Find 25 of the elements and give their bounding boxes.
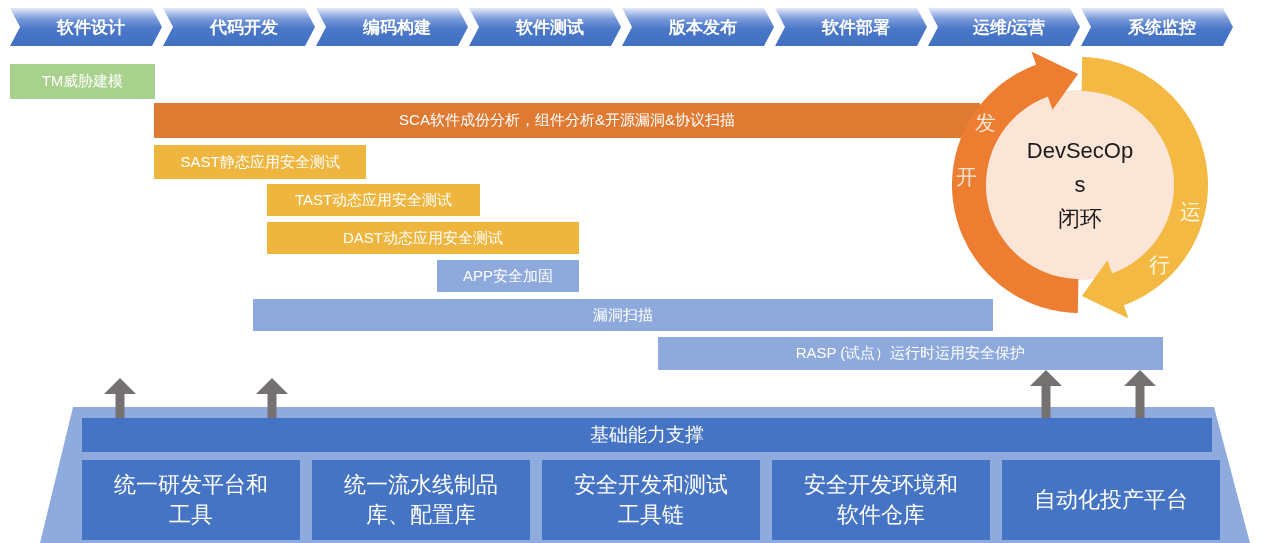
activity-bar: TM威胁建模 [10, 64, 155, 99]
activity-bar: DAST动态应用安全测试 [267, 222, 579, 254]
capability-box: 安全开发和测试工具链 [542, 460, 760, 540]
process-step: 编码构建 [316, 8, 468, 46]
capability-box: 统一流水线制品库、配置库 [312, 460, 530, 540]
block-arrow [1124, 370, 1156, 418]
activity-bar: 漏洞扫描 [253, 299, 993, 331]
process-step: 系统监控 [1081, 8, 1233, 46]
block-arrow [104, 378, 136, 418]
process-step: 软件测试 [469, 8, 621, 46]
activity-bar: TAST动态应用安全测试 [267, 184, 480, 216]
process-step: 软件设计 [10, 8, 162, 46]
activity-bar: SAST静态应用安全测试 [154, 145, 366, 179]
process-step: 代码开发 [163, 8, 315, 46]
process-step: 版本发布 [622, 8, 774, 46]
block-arrow [256, 378, 288, 418]
capability-box: 自动化投产平台 [1002, 460, 1220, 540]
activity-bar: RASP (试点）运行时运用安全保护 [658, 337, 1163, 370]
activity-bar: APP安全加固 [437, 260, 579, 292]
process-step: 运维/运营 [928, 8, 1080, 46]
capability-box: 安全开发环境和软件仓库 [772, 460, 990, 540]
process-step: 软件部署 [775, 8, 927, 46]
capability-box: 统一研发平台和工具 [82, 460, 300, 540]
platform-bar: 基础能力支撑 [82, 418, 1212, 452]
block-arrow [1030, 370, 1062, 418]
